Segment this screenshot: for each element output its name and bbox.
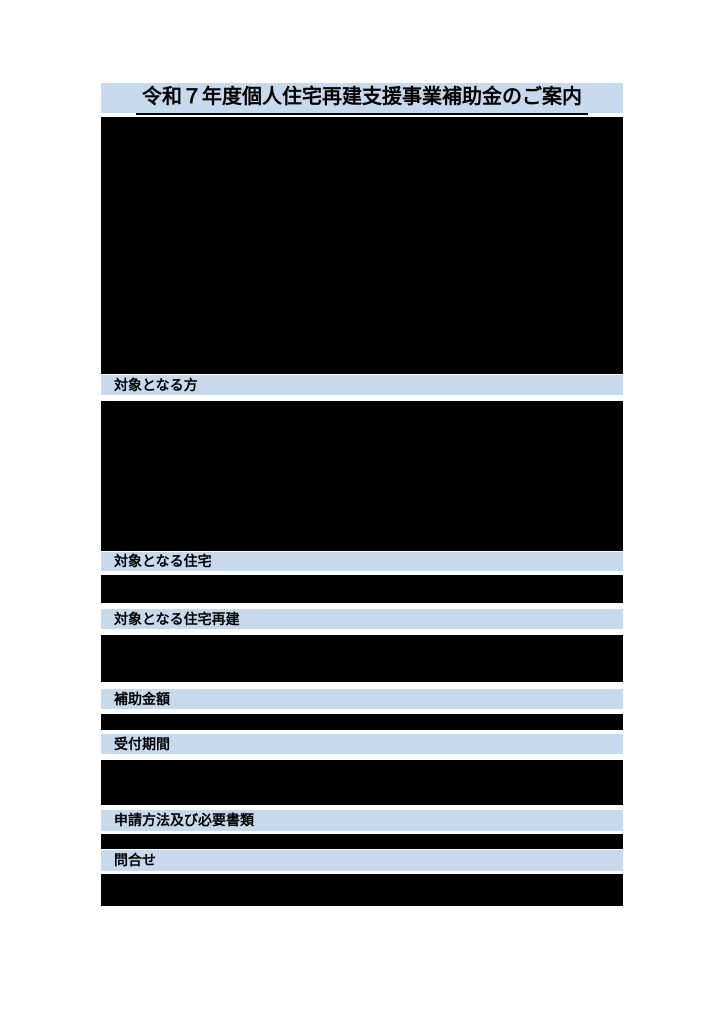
section-header-label: 補助金額 (114, 691, 170, 707)
document-title: 令和７年度個人住宅再建支援事業補助金のご案内 (136, 83, 588, 115)
redacted-block (101, 401, 623, 551)
section-header-application-period: 受付期間 (101, 734, 623, 754)
redacted-block (101, 575, 623, 603)
redacted-block (101, 834, 623, 849)
section-header-subsidy-amount: 補助金額 (101, 689, 623, 709)
redacted-block-intro (101, 117, 623, 374)
section-header-eligible-reconstruction: 対象となる住宅再建 (101, 609, 623, 629)
redacted-block (101, 714, 623, 730)
section-header-label: 受付期間 (114, 736, 170, 752)
redacted-block (101, 760, 623, 805)
section-header-eligible-persons: 対象となる方 (101, 375, 623, 395)
section-header-inquiries: 問合せ (101, 850, 623, 871)
section-header-eligible-housing: 対象となる住宅 (101, 552, 623, 571)
section-header-label: 対象となる住宅 (114, 553, 212, 569)
section-header-label: 対象となる方 (114, 377, 198, 393)
redacted-block (101, 874, 623, 906)
section-header-label: 対象となる住宅再建 (114, 611, 240, 627)
document-title-bar: 令和７年度個人住宅再建支援事業補助金のご案内 (101, 83, 623, 115)
section-header-label: 問合せ (114, 852, 156, 868)
section-header-label: 申請方法及び必要書類 (114, 812, 254, 828)
redacted-block (101, 635, 623, 682)
section-header-application-method: 申請方法及び必要書類 (101, 810, 623, 831)
